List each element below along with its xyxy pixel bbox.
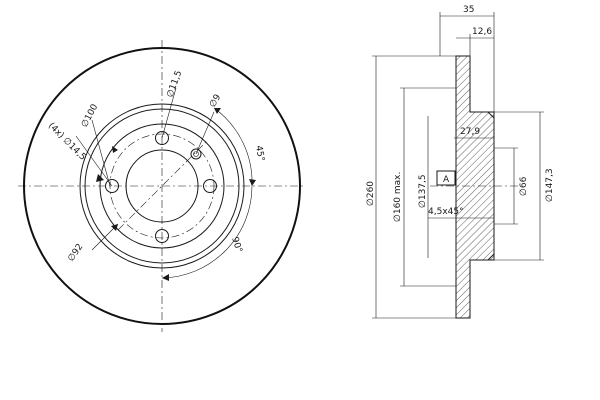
- datum-box: [436, 170, 456, 186]
- arrow-hole-left: [96, 174, 104, 182]
- label-outer-diameter: ∅260: [366, 181, 376, 206]
- label-dim-92: ∅92: [66, 242, 85, 264]
- arrow-45-bottom: [249, 179, 256, 186]
- label-thickness: 12,6: [472, 27, 492, 37]
- label-datum: A: [443, 175, 450, 185]
- label-center-bore: ∅66: [519, 176, 529, 196]
- leader-hole-count: [75, 135, 113, 187]
- label-angle-45: 45°: [253, 145, 266, 162]
- label-angle-90: 90°: [229, 236, 243, 254]
- locating-hole: [190, 148, 202, 160]
- leader-hole-diameter: [161, 87, 177, 139]
- label-inner-diameter: ∅147,3: [545, 168, 555, 202]
- label-friction-max: ∅160 max.: [393, 172, 403, 222]
- leader-dim-9: [195, 111, 215, 155]
- center-line-diagonal: [117, 141, 207, 231]
- label-hub-diameter: ∅137,5: [418, 174, 428, 208]
- arc-dimension-45: [213, 107, 253, 187]
- arrow-45-top: [214, 108, 221, 114]
- label-hole-diameter: ∅11,5: [165, 69, 184, 99]
- disc-section-hatched: [455, 55, 495, 319]
- side-view: 35 12,6 27,9 A 4,5x45° ∅260 ∅160 max. ∅1…: [366, 5, 555, 319]
- leader-pcd-100: [91, 119, 111, 187]
- arrow-92: [111, 224, 118, 231]
- label-offset: 27,9: [460, 127, 480, 137]
- front-view: ∅11,5 ∅9 ∅100 (4x) ∅14,5 45° 90° ∅92: [18, 40, 306, 332]
- label-chamfer: 4,5x45°: [428, 207, 464, 217]
- label-hole-count: (4x) ∅14,5: [46, 121, 88, 163]
- arrow-hole-top: [112, 146, 118, 153]
- label-dim-9: ∅9: [208, 93, 224, 110]
- label-width-35: 35: [463, 5, 474, 15]
- label-pcd-100: ∅100: [80, 102, 101, 129]
- locating-hole-inner: [193, 151, 199, 157]
- hub-chamfer-line-top: [487, 111, 495, 119]
- bolt-hole-bottom: [155, 229, 169, 243]
- arrow-90-end: [162, 274, 169, 281]
- hub-chamfer-line-bottom: [487, 253, 495, 261]
- arc-dimension-90: [161, 185, 253, 279]
